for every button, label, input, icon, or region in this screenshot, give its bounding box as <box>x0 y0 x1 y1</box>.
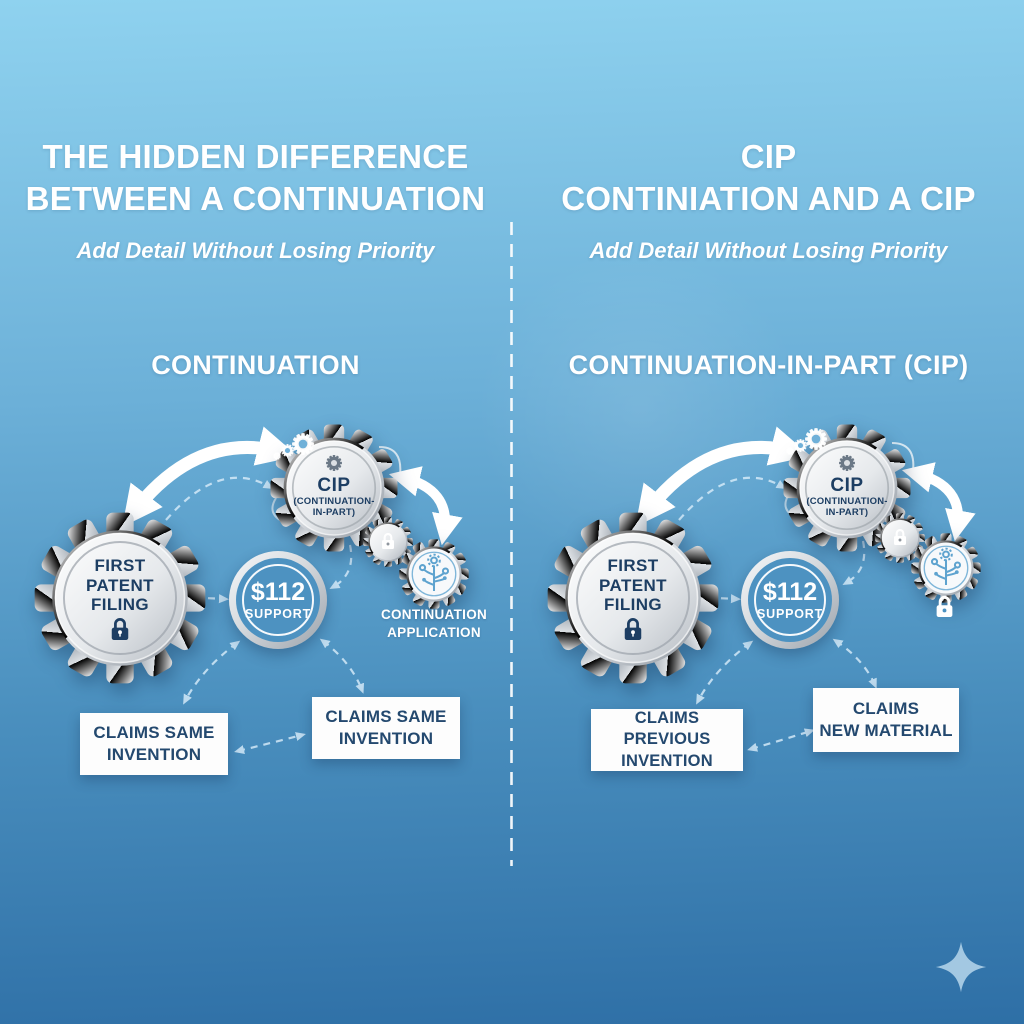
cip-gear-label: CIP (CONTINUATION- IN-PART) <box>284 455 384 519</box>
right-title-line1: CIP <box>740 138 797 175</box>
left-section-title: CONTINUATION <box>151 350 360 380</box>
gear-icon <box>786 447 794 455</box>
cip-gear-label: CIP (CONTINUATION- IN-PART) <box>797 455 897 519</box>
sparkle-icon <box>935 941 987 993</box>
branch-icon <box>930 547 962 585</box>
lock-icon <box>624 618 642 640</box>
first-patent-gear <box>34 512 206 684</box>
gear-icon <box>326 455 342 471</box>
lock-icon <box>111 618 129 640</box>
support-circle: $112 SUPPORT <box>741 551 839 649</box>
right-subtitle: Add Detail Without Losing Priority <box>589 238 948 263</box>
gear-icon <box>292 433 314 455</box>
left-subtitle: Add Detail Without Losing Priority <box>76 238 435 263</box>
first-patent-gear-label: FIRST PATENT FILING <box>599 556 667 615</box>
support-circle-label: $112 SUPPORT <box>244 577 312 621</box>
gear-icon <box>839 455 855 471</box>
continuation-application-label: CONTINUATION APPLICATION <box>380 607 488 640</box>
branch-icon <box>418 553 450 591</box>
gear-icon <box>273 452 281 460</box>
support-circle-label: $112 SUPPORT <box>756 577 824 621</box>
first-patent-gear-label: FIRST PATENT FILING <box>86 556 154 615</box>
lock-icon <box>894 529 906 545</box>
claims-box: CLAIMS SAME INVENTION <box>312 697 460 759</box>
claims-box: CLAIMS SAME INVENTION <box>80 713 228 775</box>
gear-icon <box>794 439 807 452</box>
claims-box: CLAIMS NEW MATERIAL <box>813 688 959 752</box>
left-title: THE HIDDEN DIFFERENCE BETWEEN A CONTINUA… <box>0 136 511 220</box>
left-title-line2: BETWEEN A CONTINUATION <box>25 180 486 218</box>
right-title-line2: CONTINIATION AND A CIP <box>561 180 976 218</box>
curved-arrow-icon <box>122 426 298 527</box>
gear-icon <box>805 428 827 450</box>
lock-icon <box>936 595 953 617</box>
support-circle: $112 SUPPORT <box>229 551 327 649</box>
lock-icon <box>382 533 394 549</box>
left-title-line1: THE HIDDEN DIFFERENCE <box>42 138 469 175</box>
first-patent-gear <box>547 512 719 684</box>
right-title: CIP CONTINIATION AND A CIP <box>513 136 1024 220</box>
right-section-title: CONTINUATION-IN-PART (CIP) <box>568 350 969 380</box>
claims-box: CLAIMS PREVIOUS INVENTION <box>591 709 743 771</box>
